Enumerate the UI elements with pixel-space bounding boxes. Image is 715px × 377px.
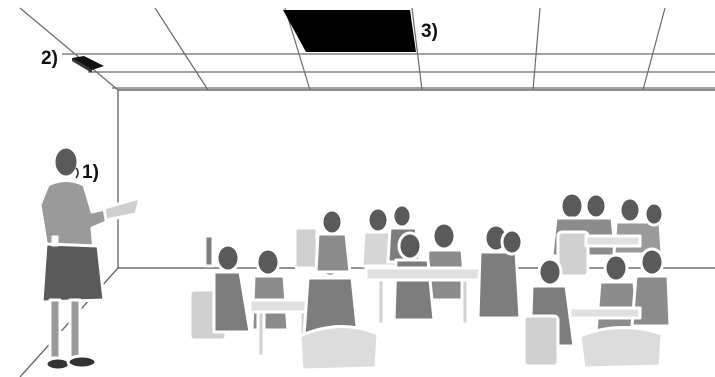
ceiling-speaker-icon bbox=[72, 56, 104, 73]
ceiling-panel-icon bbox=[283, 10, 416, 52]
label-teacher-microphone: 1) bbox=[82, 163, 99, 182]
microphone-icon bbox=[76, 168, 78, 178]
pupils-group-right bbox=[524, 193, 670, 368]
label-ceiling-panel: 3) bbox=[421, 22, 438, 41]
label-ceiling-speaker: 2) bbox=[41, 49, 58, 68]
